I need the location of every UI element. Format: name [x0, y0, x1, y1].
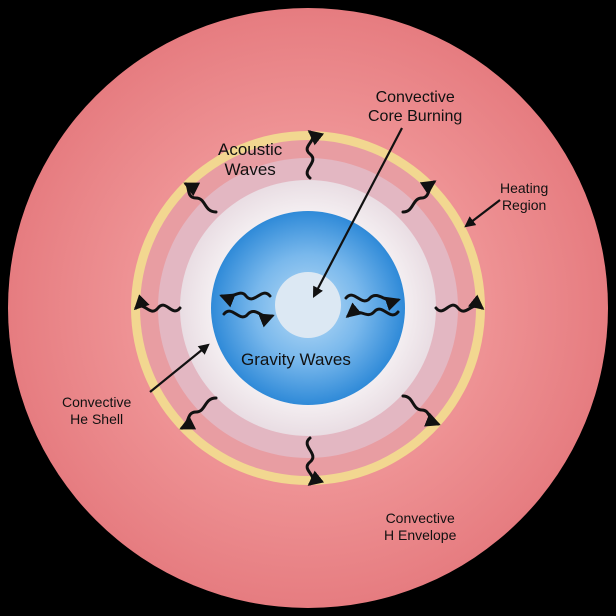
- convective-core: [275, 272, 341, 338]
- acoustic-wave-arrow: [401, 394, 441, 427]
- acoustic-wave-arrow: [434, 294, 485, 313]
- gravity-waves-label: Gravity Waves: [241, 350, 351, 369]
- acoustic-wave-arrow: [179, 396, 218, 430]
- gravity-wave-arrow: [219, 291, 272, 308]
- core-burning-label: Convective Core Burning: [368, 89, 463, 126]
- acoustic-waves-label: Acoustic Waves: [218, 140, 283, 180]
- acoustic-wave-arrow: [305, 130, 325, 180]
- core-pointer-arrow: [312, 127, 403, 298]
- gravity-wave-arrow: [344, 293, 401, 311]
- acoustic-wave-arrow: [401, 180, 437, 214]
- heating-region-label: Heating Region: [500, 180, 549, 213]
- he-shell-label: Convective He Shell: [62, 394, 132, 427]
- acoustic-wave-arrow: [305, 436, 325, 486]
- heating-pointer-arrow: [464, 199, 501, 228]
- gravity-wave-arrow: [222, 309, 275, 328]
- gravity-wave-arrow: [345, 302, 400, 318]
- acoustic-wave-arrow: [133, 294, 182, 313]
- h-envelope-label: Convective H Envelope: [384, 510, 457, 543]
- he-shell-pointer-arrow: [149, 343, 210, 393]
- acoustic-wave-arrow: [183, 182, 218, 214]
